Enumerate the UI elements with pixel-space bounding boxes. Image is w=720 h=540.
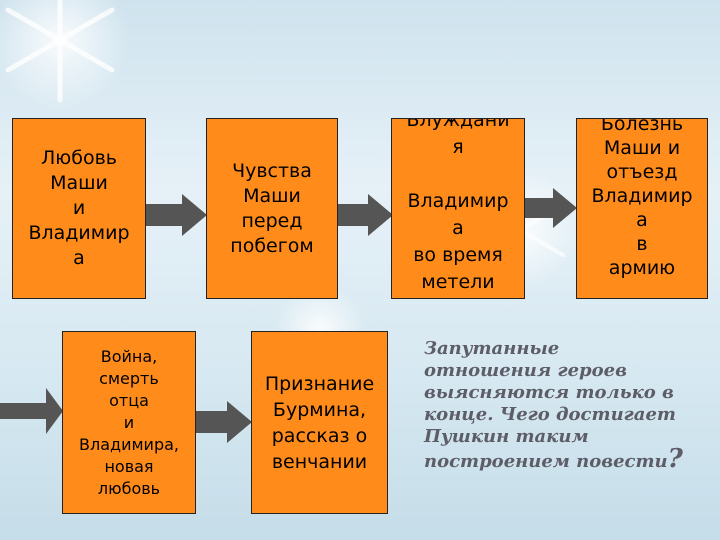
box-love: Любовь Маши и Владимир а: [12, 118, 146, 299]
box-feelings-text: Чувства Маши перед побегом: [230, 159, 314, 257]
question-note-text: Запутанные отношения героев выясняются т…: [424, 338, 676, 472]
box-wandering: Блуждани я Владимир а во время метели: [391, 118, 525, 299]
arrow-2-to-3: [338, 194, 393, 236]
box-confession-text: Признание Бурмина, рассказ о венчании: [264, 372, 375, 473]
box-feelings: Чувства Маши перед побегом: [206, 118, 338, 299]
arrow-3-to-4: [525, 188, 577, 228]
box-war-text: Война, смерть отца и Владимира, новая лю…: [79, 346, 179, 498]
box-confession: Признание Бурмина, рассказ о венчании: [251, 331, 388, 514]
box-love-text: Любовь Маши и Владимир а: [28, 147, 130, 269]
arrow-5-to-6: [196, 401, 252, 443]
box-war: Война, смерть отца и Владимира, новая лю…: [62, 331, 196, 514]
box-wandering-text: Блуждани я Владимир а во время метели: [406, 118, 510, 293]
arrow-1-to-2: [146, 194, 207, 236]
box-illness: Болезнь Маши и отъезд Владимир а в армию: [576, 118, 708, 299]
question-mark: ?: [667, 444, 683, 474]
arrow-into-5: [0, 388, 63, 434]
box-illness-text: Болезнь Маши и отъезд Владимир а в армию: [591, 118, 693, 279]
question-note: Запутанные отношения героев выясняются т…: [424, 338, 716, 473]
